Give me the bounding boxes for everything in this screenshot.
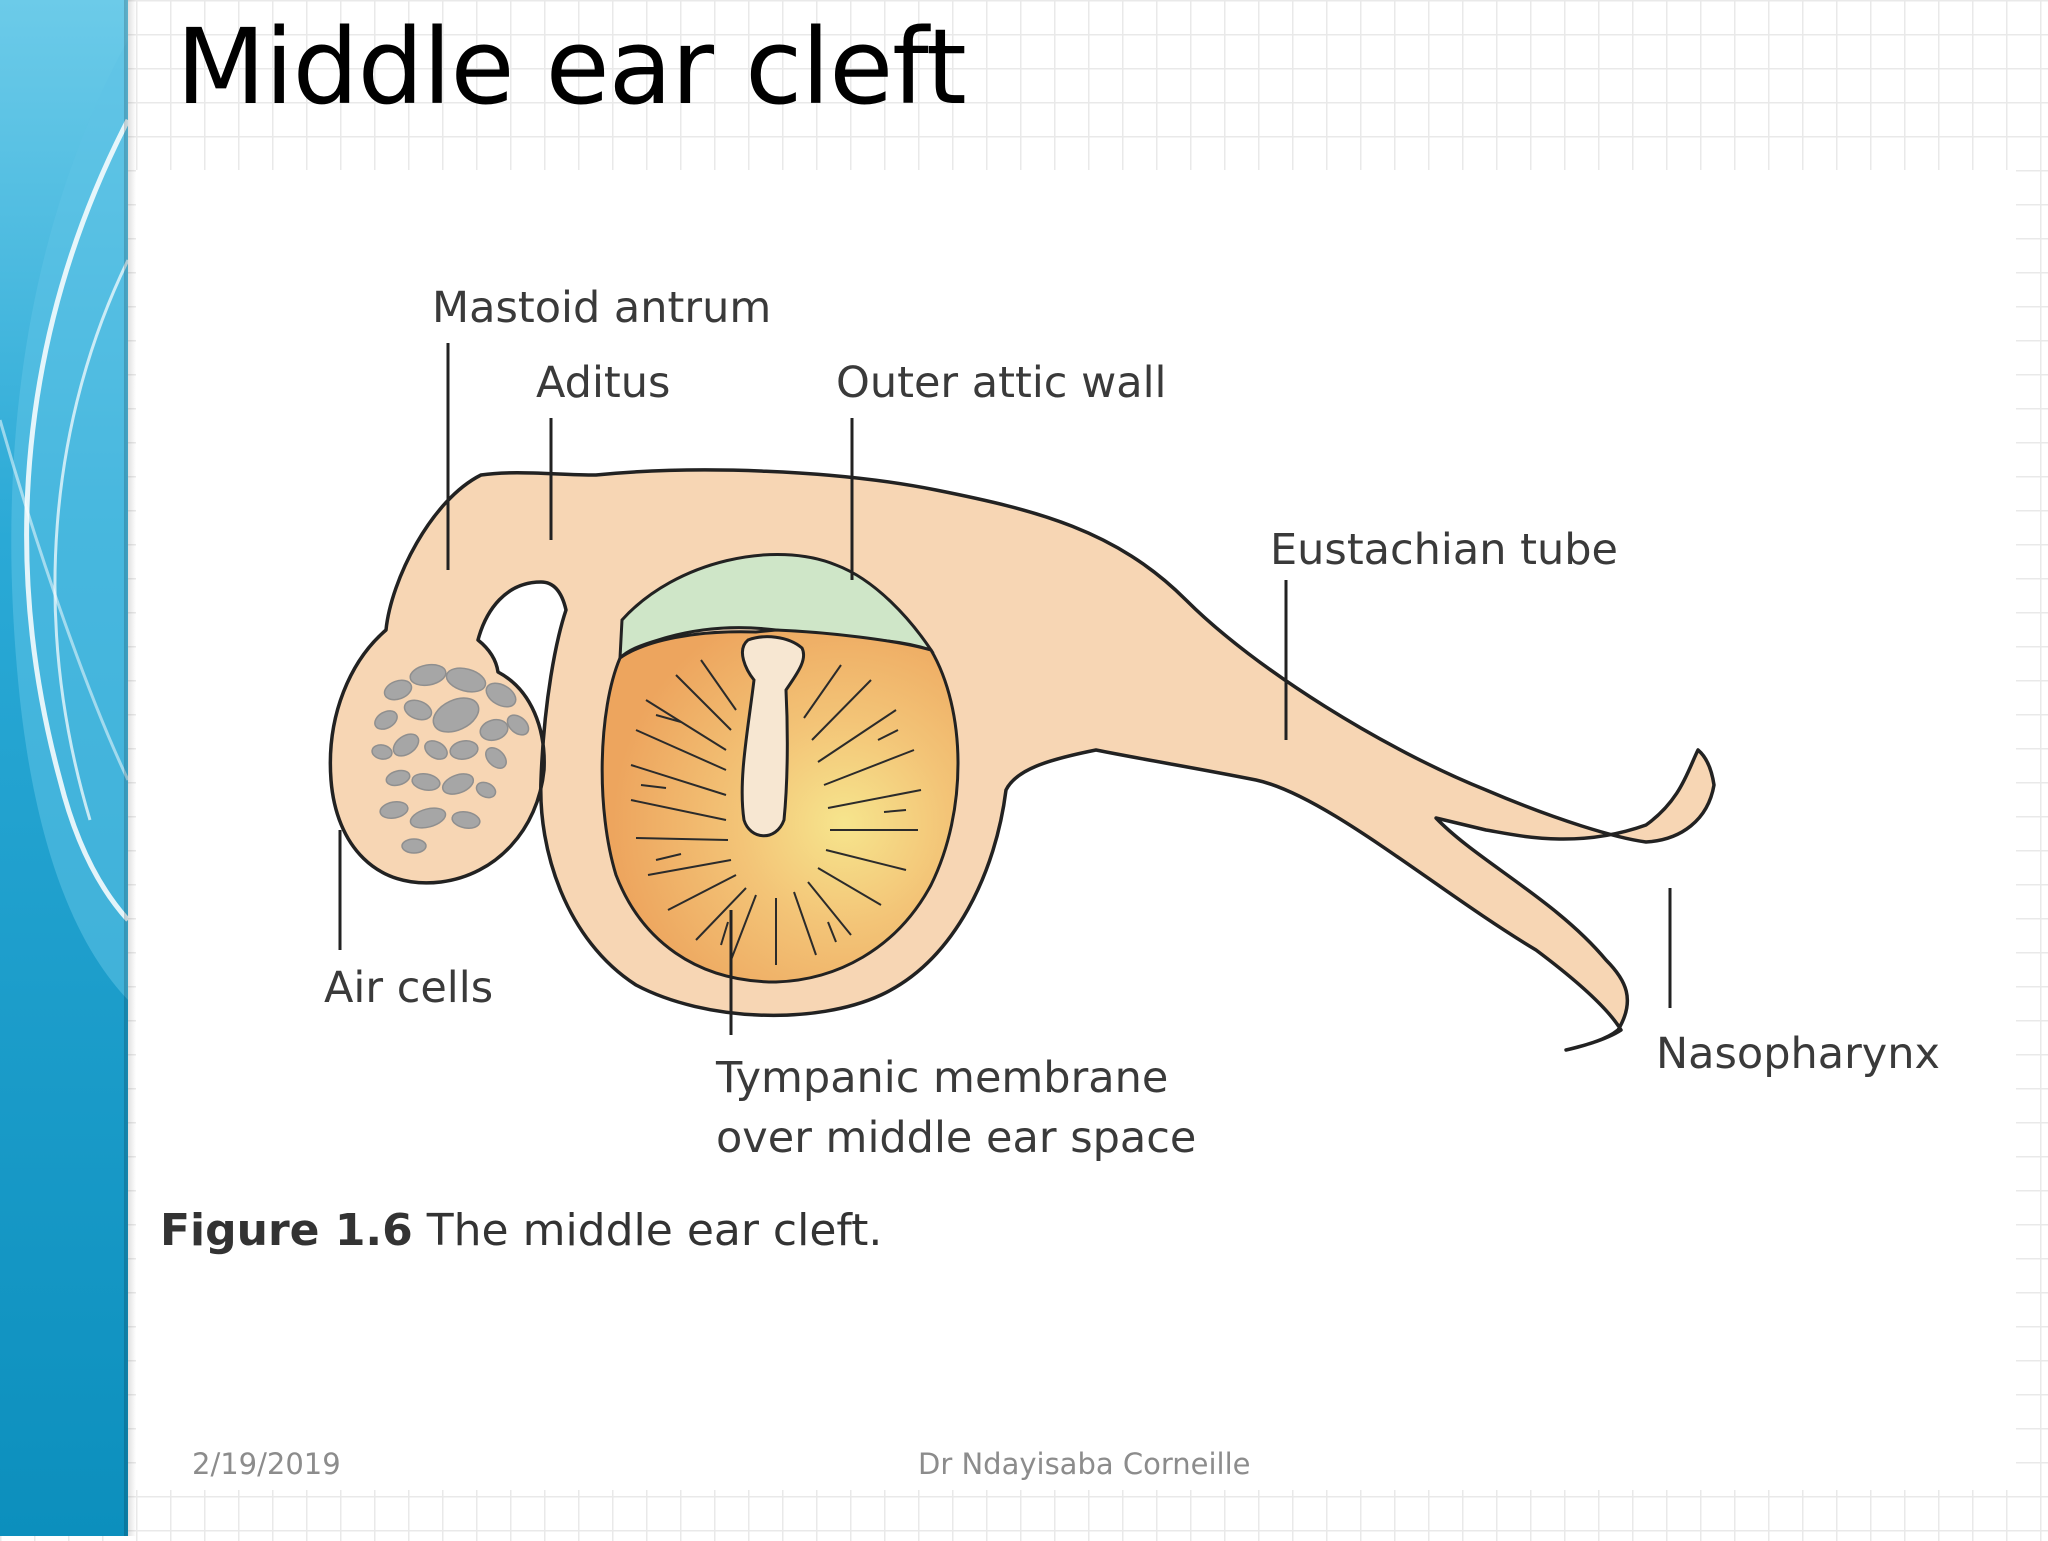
sidebar-wave-graphic xyxy=(0,0,131,1536)
footer-author: Dr Ndayisaba Corneille xyxy=(918,1447,1251,1481)
footer-date: 2/19/2019 xyxy=(192,1447,341,1481)
figure-panel: Mastoid antrum Aditus Outer attic wall E… xyxy=(136,170,2016,1490)
label-tympanic-membrane: Tympanic membrane xyxy=(715,1053,1168,1103)
sidebar-shadow xyxy=(124,0,136,1536)
leader-lines xyxy=(338,343,1672,1035)
caption-number: Figure 1.6 xyxy=(160,1205,413,1256)
label-eustachian-tube: Eustachian tube xyxy=(1270,525,1618,575)
mastoid-air-cells xyxy=(371,663,530,854)
label-nasopharynx: Nasopharynx xyxy=(1656,1029,1940,1079)
label-air-cells: Air cells xyxy=(324,963,493,1013)
sidebar-decoration xyxy=(0,0,131,1536)
slide-title: Middle ear cleft xyxy=(176,6,967,128)
label-mastoid-antrum: Mastoid antrum xyxy=(432,283,771,333)
label-middle-ear-space: over middle ear space xyxy=(716,1113,1196,1163)
caption-text: The middle ear cleft. xyxy=(426,1205,883,1256)
membrane-fibres xyxy=(630,659,922,965)
figure-caption: Figure 1.6 The middle ear cleft. xyxy=(160,1205,882,1256)
malleus-handle xyxy=(740,635,805,838)
middle-ear-cleft-diagram: Mastoid antrum Aditus Outer attic wall E… xyxy=(324,283,1940,1163)
label-aditus: Aditus xyxy=(536,358,670,408)
label-outer-attic-wall: Outer attic wall xyxy=(836,358,1167,408)
